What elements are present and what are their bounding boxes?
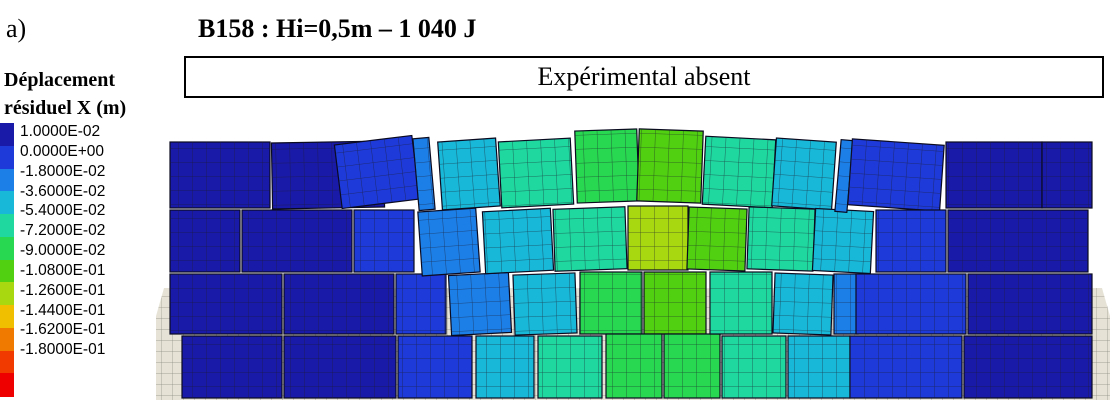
wall-block-mesh — [847, 138, 945, 212]
wall-block-mesh — [412, 137, 436, 211]
wall-block-mesh — [664, 334, 720, 398]
wall-block-mesh — [574, 128, 640, 204]
wall-block-mesh — [746, 206, 816, 272]
legend-value: -1.0800E-01 — [20, 261, 106, 279]
colorbar-segment — [0, 168, 14, 192]
legend-value: -3.6000E-02 — [20, 182, 106, 200]
wall-block-mesh — [771, 137, 837, 211]
notice-text: Expérimental absent — [537, 62, 751, 91]
colorbar-segment — [0, 214, 14, 238]
notice-box: Expérimental absent — [184, 56, 1104, 98]
wall-block-mesh — [498, 138, 574, 208]
colorbar-segment — [0, 123, 14, 147]
wall-block-mesh — [876, 210, 946, 272]
legend-value: 1.0000E-02 — [20, 123, 101, 140]
wall-block-mesh — [772, 273, 834, 335]
colorbar-segment — [0, 305, 14, 329]
wall-block-mesh — [834, 274, 858, 334]
wall-block-mesh — [710, 272, 772, 334]
legend-value: -1.2600E-01 — [20, 281, 106, 299]
wall-block-mesh — [396, 274, 446, 334]
colorbar-segment — [0, 282, 14, 306]
wall-block-mesh — [448, 272, 512, 336]
legend-title-line2: résiduel X (m) — [4, 97, 127, 119]
wall-block-mesh — [948, 210, 1088, 272]
wall-block-mesh — [476, 336, 534, 398]
legend-value: 0.0000E+00 — [20, 142, 105, 160]
wall-block-mesh — [242, 210, 352, 272]
legend-title: Déplacement résiduel X (m) — [4, 66, 174, 122]
legend-value: -1.8000E-02 — [20, 162, 106, 180]
wall-block-mesh — [334, 135, 420, 209]
colorbar-segment — [0, 327, 14, 351]
wall-block-mesh — [170, 274, 282, 334]
wall-block-mesh — [834, 139, 854, 213]
wall-block-mesh — [968, 274, 1092, 334]
colorbar-segment — [0, 259, 14, 283]
fem-wall-mesh — [156, 128, 1110, 400]
wall-block-mesh — [812, 208, 874, 274]
legend-values: 1.0000E-02 0.0000E+00 -1.8000E-02 -3.6000E-… — [20, 122, 105, 360]
figure-title: B158 : Hi=0,5m – 1 040 J — [198, 14, 477, 43]
wall-block-mesh — [170, 210, 240, 272]
legend-value: -7.2000E-02 — [20, 222, 106, 240]
legend-value: -5.4000E-02 — [20, 202, 106, 220]
wall-block-mesh — [686, 207, 748, 271]
wall-block-mesh — [417, 208, 481, 276]
legend-colorbar — [0, 123, 14, 397]
wall-block-mesh — [170, 142, 270, 208]
wall-block-mesh — [354, 210, 414, 272]
colorbar-segment — [0, 373, 14, 397]
legend-title-line1: Déplacement — [4, 69, 116, 91]
colorbar-segment — [0, 236, 14, 260]
wall-block-mesh — [702, 136, 776, 208]
wall-block-mesh — [552, 206, 628, 272]
wall-block-mesh — [284, 274, 394, 334]
wall-block-mesh — [182, 336, 282, 398]
colorbar-segment — [0, 145, 14, 169]
wall-block-mesh — [628, 206, 688, 270]
wall-block-mesh — [538, 336, 602, 398]
legend-value: -1.8000E-01 — [20, 341, 106, 359]
wall-block-mesh — [722, 336, 786, 398]
wall-block-mesh — [437, 138, 501, 210]
wall-block-mesh — [850, 336, 962, 398]
wall-block-mesh — [1042, 142, 1092, 208]
wall-block-mesh — [964, 336, 1092, 398]
legend-value: -9.0000E-02 — [20, 242, 106, 260]
wall-block-mesh — [606, 334, 662, 398]
wall-blocks — [169, 128, 1093, 399]
wall-block-mesh — [788, 336, 850, 398]
legend-value: -1.6200E-01 — [20, 321, 106, 339]
panel-label: a) — [6, 14, 27, 43]
wall-block-mesh — [946, 142, 1042, 208]
colorbar-segment — [0, 191, 14, 215]
wall-block-mesh — [482, 208, 554, 274]
wall-block-mesh — [398, 336, 472, 398]
legend-value: -1.4400E-01 — [20, 301, 106, 319]
wall-block-mesh — [284, 336, 396, 398]
wall-block-mesh — [636, 128, 704, 204]
wall-block-mesh — [644, 272, 706, 334]
wall-block-mesh — [580, 272, 642, 334]
colorbar-segment — [0, 350, 14, 374]
wall-block-mesh — [856, 274, 966, 334]
wall-block-mesh — [512, 272, 578, 336]
